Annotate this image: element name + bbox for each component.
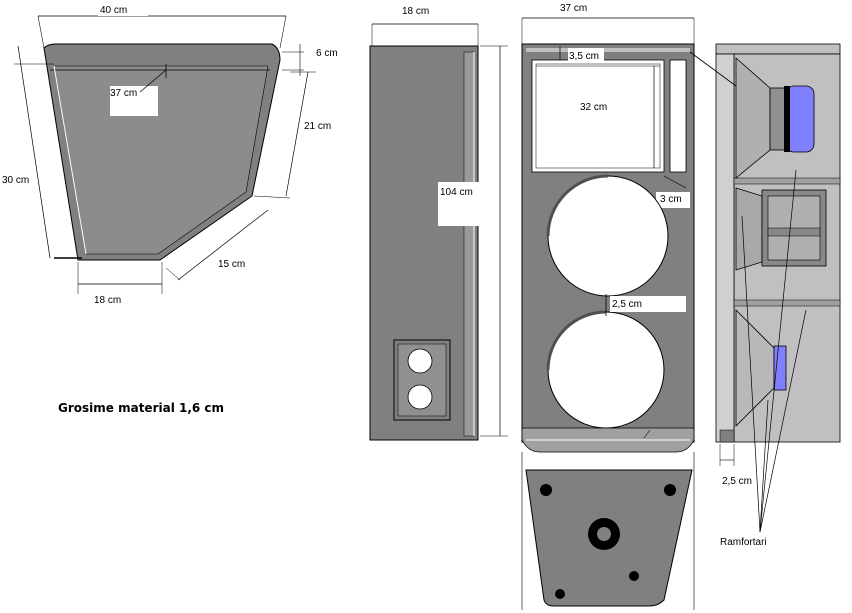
material-thickness-note: Grosime material 1,6 cm <box>58 401 224 415</box>
label-ramfortari: Ramfortari <box>720 537 767 548</box>
front-view <box>521 17 695 453</box>
compression-driver <box>785 85 815 153</box>
label-front-2-5: 2,5 cm <box>612 299 642 310</box>
label-front-32: 32 cm <box>580 102 607 113</box>
label-top-30: 30 cm <box>2 175 29 186</box>
midrange-driver <box>735 187 763 271</box>
label-front-3-5: 3,5 cm <box>569 51 599 62</box>
side-view <box>369 23 508 441</box>
bottom-view <box>521 452 695 610</box>
label-top-37: 37 cm <box>110 88 137 99</box>
label-front-37: 37 cm <box>560 3 587 14</box>
label-top-6: 6 cm <box>316 48 338 59</box>
terminal-upper <box>407 348 433 374</box>
label-top-21: 21 cm <box>304 121 331 132</box>
label-front-3: 3 cm <box>660 194 682 205</box>
terminal-lower <box>407 384 433 410</box>
top-view-inner-panel <box>53 65 269 255</box>
section-top <box>715 43 841 55</box>
dimension-labels: 40 cm 6 cm 37 cm 21 cm 30 cm 15 cm 18 cm… <box>2 3 767 548</box>
label-top-18: 18 cm <box>94 295 121 306</box>
label-side-104: 104 cm <box>440 187 473 198</box>
label-top-15: 15 cm <box>218 259 245 270</box>
label-section-2-5: 2,5 cm <box>722 476 752 487</box>
woofer-magnet <box>773 345 787 391</box>
label-side-18: 18 cm <box>402 6 429 17</box>
section-view <box>689 43 841 533</box>
side-slot <box>669 59 687 173</box>
label-top-40: 40 cm <box>100 5 127 16</box>
top-view <box>14 4 316 294</box>
section-front-wall <box>715 53 735 443</box>
